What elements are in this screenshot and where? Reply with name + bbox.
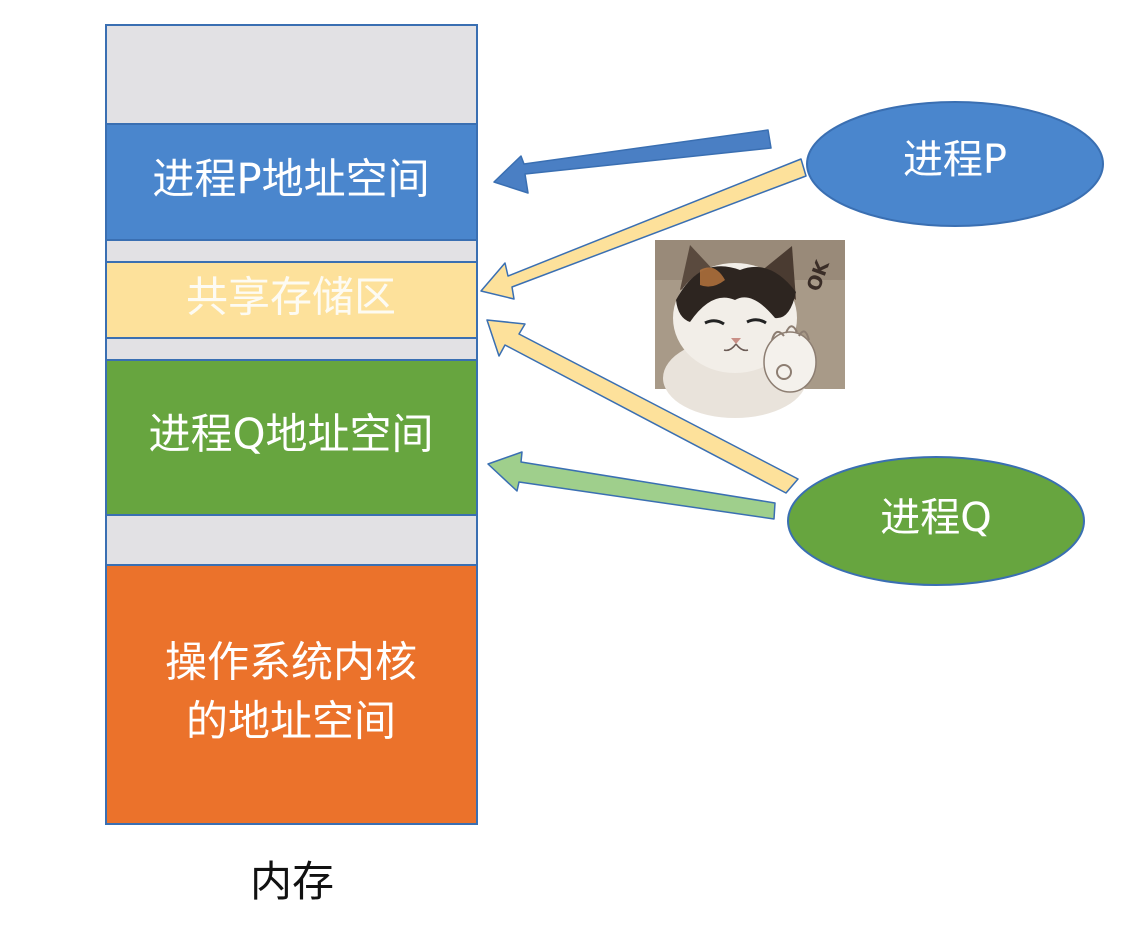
label-shared-memory: 共享存储区 [186, 273, 396, 322]
process-p-ellipse [806, 101, 1104, 227]
process-q-node: 进程Q [787, 456, 1085, 586]
memory-caption: 内存 [250, 857, 334, 906]
label-process-p-space: 进程P地址空间 [152, 155, 429, 204]
arrow-q-to-q-space [487, 451, 776, 520]
memory-gap-top [105, 24, 478, 125]
memory-segment-process-p [105, 123, 478, 241]
process-p-node: 进程P [806, 101, 1104, 227]
memory-gap-1 [105, 239, 478, 263]
memory-segment-kernel [105, 564, 478, 825]
arrow-q-to-shared [486, 319, 799, 494]
memory-column: 进程P地址空间 共享存储区 进程Q地址空间 操作系统内核 的地址空间 [105, 24, 478, 825]
process-p-label: 进程P [903, 137, 1007, 183]
label-kernel-line2: 的地址空间 [186, 697, 396, 746]
label-kernel-line1: 操作系统内核 [165, 638, 417, 687]
memory-segment-shared [105, 261, 478, 339]
cat-ok-sticker: OK [655, 240, 845, 418]
arrows [480, 129, 807, 520]
label-process-q-space: 进程Q地址空间 [148, 410, 433, 459]
process-q-ellipse [787, 456, 1085, 586]
process-q-label: 进程Q [880, 495, 991, 541]
memory-gap-3 [105, 514, 478, 566]
memory-gap-2 [105, 337, 478, 361]
arrow-p-to-p-space [493, 129, 772, 194]
arrow-p-to-shared [480, 158, 807, 300]
memory-segment-process-q [105, 359, 478, 516]
